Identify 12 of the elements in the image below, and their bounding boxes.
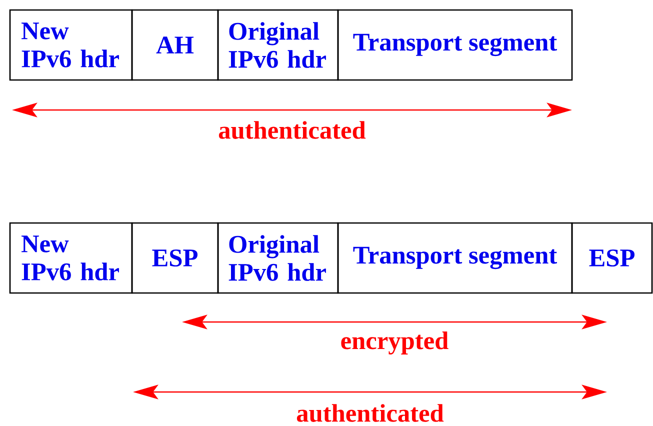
- header-field-box: ESP: [571, 222, 653, 294]
- header-field-box: New IPv6 hdr: [9, 222, 133, 294]
- header-field-box: Transport segment: [337, 222, 573, 294]
- span-label: authenticated: [218, 121, 366, 139]
- header-field-box: Original IPv6 hdr: [217, 222, 339, 294]
- header-field-box: Original IPv6 hdr: [217, 9, 339, 81]
- header-field-box: ESP: [131, 222, 219, 294]
- header-field-box: Transport segment: [337, 9, 573, 81]
- span-label: encrypted: [341, 332, 448, 355]
- header-field-box: New IPv6 hdr: [9, 9, 133, 81]
- header-field-box: AH: [131, 9, 219, 81]
- span-label: authenticated: [296, 404, 444, 422]
